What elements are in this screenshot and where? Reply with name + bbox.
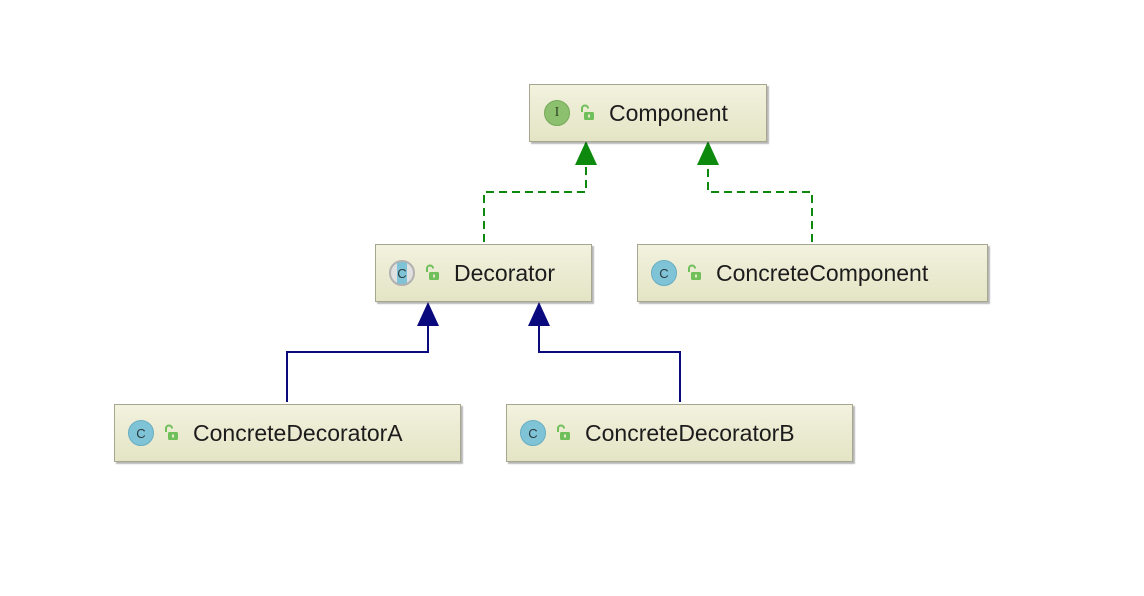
edge-concrete-decorator-b-to-decorator — [528, 302, 681, 402]
node-decorator[interactable]: C Decorator — [375, 244, 592, 302]
node-concrete-decorator-b[interactable]: C ConcreteDecoratorB — [506, 404, 853, 462]
node-label: Decorator — [454, 259, 555, 286]
class-icon: C — [520, 420, 546, 446]
unlocked-padlock-icon — [581, 104, 594, 120]
node-label: Component — [609, 99, 728, 126]
edge-concrete-component-to-component — [697, 141, 813, 242]
interface-icon: I — [544, 100, 570, 126]
unlocked-padlock-icon — [165, 424, 178, 440]
node-concrete-decorator-a[interactable]: C ConcreteDecoratorA — [114, 404, 461, 462]
class-icon: C — [651, 260, 677, 286]
node-label: ConcreteDecoratorA — [193, 419, 403, 446]
unlocked-padlock-icon — [688, 264, 701, 280]
edge-decorator-to-component — [483, 141, 597, 242]
node-concrete-component[interactable]: C ConcreteComponent — [637, 244, 988, 302]
class-icon: C — [128, 420, 154, 446]
edge-concrete-decorator-a-to-decorator — [286, 302, 439, 402]
abstract-class-icon: C — [389, 260, 415, 286]
node-component[interactable]: I Component — [529, 84, 767, 142]
node-label: ConcreteDecoratorB — [585, 419, 795, 446]
node-label: ConcreteComponent — [716, 259, 929, 286]
unlocked-padlock-icon — [557, 424, 570, 440]
unlocked-padlock-icon — [426, 264, 439, 280]
